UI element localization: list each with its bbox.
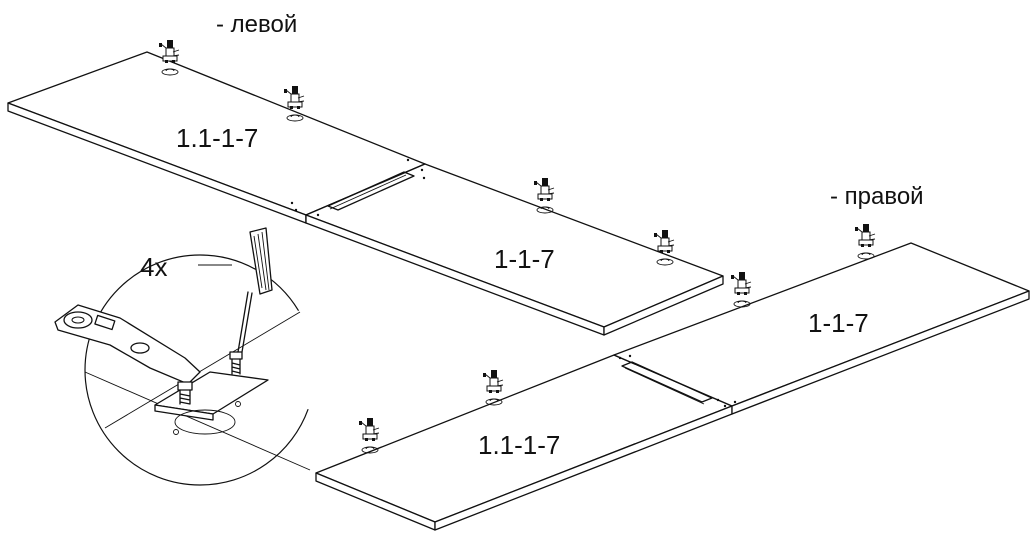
hinge-detail-icon (54, 304, 269, 435)
hinge-icon (482, 369, 504, 406)
label-right-side: - правой (830, 183, 924, 210)
hinge-icon (730, 271, 752, 308)
label-left-side: - левой (216, 11, 297, 38)
panel-label-top-right: 1-1-7 (494, 244, 555, 274)
top-assembly (7, 39, 724, 336)
hinge-icon (854, 223, 876, 260)
panel-label-top-left: 1.1-1-7 (176, 123, 258, 153)
panel-label-bottom-right: 1-1-7 (808, 308, 869, 338)
detail-circle (84, 254, 316, 486)
panel-label-bottom-left: 1.1-1-7 (478, 430, 560, 460)
detail-count-label: 4x (140, 252, 167, 282)
connector-groove-top (327, 171, 415, 211)
hinge-detail (54, 227, 316, 486)
connector-groove-bottom (621, 361, 713, 403)
bottom-assembly (315, 223, 1030, 531)
screwdriver-icon (237, 227, 273, 353)
hinge-icon (358, 417, 380, 454)
